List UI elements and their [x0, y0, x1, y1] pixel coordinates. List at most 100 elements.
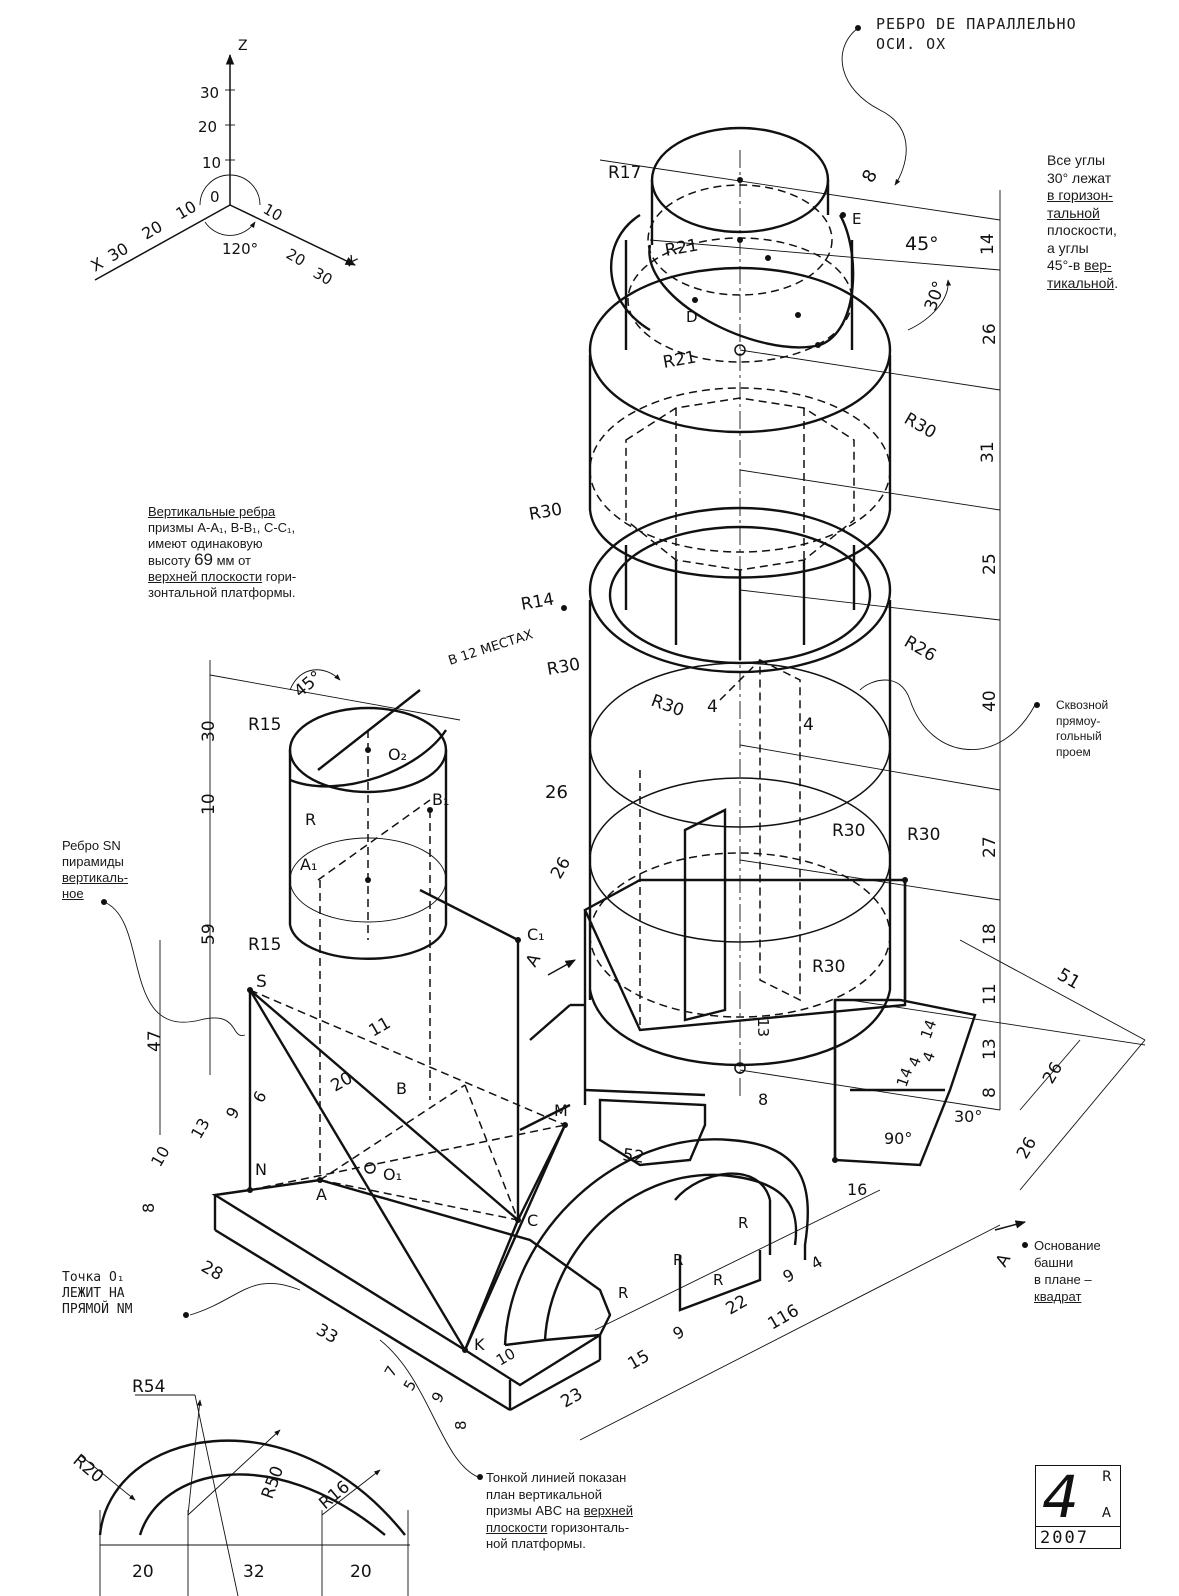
dim-9d: 9: [780, 1265, 798, 1287]
dim-10b: 10: [147, 1143, 174, 1170]
note-angles: Все углы 30° лежат в горизон- тальной пл…: [1047, 152, 1118, 292]
stamp-divider: [1036, 1526, 1120, 1527]
note-thin-line: Тонкой линией показан план вертикальной …: [486, 1470, 633, 1553]
note-line: в горизон-: [1047, 187, 1113, 203]
radius-labels: R17 R21 R21 R30 R30 R14 В 12 МЕСТАХ R30 …: [69, 163, 941, 1514]
dim-27: 27: [980, 836, 1000, 858]
dim-18: 18: [980, 923, 1000, 945]
cylinder-prism: [159, 660, 520, 1220]
leader-dots: [101, 25, 1040, 1480]
note-line: квадрат: [1034, 1289, 1082, 1304]
arc-detail: [79, 1394, 410, 1596]
dim-8d: 8: [758, 1090, 768, 1109]
dim-20: 20: [328, 1068, 357, 1096]
note-sn: Ребро SN пирамиды вертикаль- ное: [62, 838, 128, 902]
label-r-arch3: R: [713, 1271, 723, 1289]
y-tick: 30: [310, 264, 336, 289]
label-r-arch2: R: [673, 1251, 683, 1269]
label-r20: R20: [69, 1451, 107, 1488]
point-m: M: [554, 1101, 568, 1120]
label-r54: R54: [132, 1377, 165, 1397]
dim-23: 23: [558, 1384, 587, 1412]
origin-label: 0: [210, 188, 220, 206]
angle-label-120: 120°: [222, 240, 258, 258]
note-line: ПРЯМОЙ NM: [62, 1302, 133, 1317]
label-r30-c2: R30: [832, 821, 865, 841]
label-r15-top: R15: [248, 715, 281, 735]
label-r14-note: В 12 МЕСТАХ: [447, 627, 535, 668]
note-line: Сквозной: [1056, 698, 1109, 712]
note-line: верхней плоскости гори-: [148, 569, 296, 585]
label-r26: R26: [901, 632, 940, 666]
view-arrow-a-bottom: A: [992, 1250, 1015, 1270]
note-line: Ребро SN: [62, 838, 121, 853]
note-text: вер-: [1084, 257, 1112, 273]
x-tick: 10: [173, 197, 200, 224]
note-edge-de-line: РЕБРО DE ПАРАЛЛЕЛЬНО: [876, 15, 1077, 33]
point-n: N: [255, 1160, 267, 1179]
label-r30-ring: R30: [901, 409, 940, 443]
y-axis-label: Y: [342, 251, 361, 272]
dim-5: 5: [400, 1377, 420, 1394]
note-o1: Точка O₁ ЛЕЖИТ НА ПРЯМОЙ NM: [62, 1270, 132, 1318]
point-o2: O₂: [388, 745, 407, 764]
note-line: Вертикальные ребра: [148, 504, 276, 519]
dim-40: 40: [980, 690, 1000, 712]
label-angle-45-cyl: 45°: [290, 667, 326, 702]
stamp-year: 2007: [1040, 1528, 1089, 1548]
label-r-arch1: R: [618, 1284, 628, 1302]
stamp-r: R: [1102, 1469, 1112, 1485]
dim-15: 15: [625, 1346, 654, 1374]
dim-8: 8: [980, 1087, 1000, 1098]
note-text: 69: [194, 550, 213, 569]
dim-31: 31: [978, 441, 998, 463]
note-edge-de-line: ОСИ. OX: [876, 35, 947, 53]
note-text: мм от: [212, 553, 251, 568]
dim-13b: 13: [754, 1018, 772, 1037]
note-line: 45°-в вер-: [1047, 257, 1118, 275]
tower: [583, 126, 1146, 1191]
note-edge-de: РЕБРО DE ПАРАЛЛЕЛЬНО ОСИ. OX: [876, 14, 1077, 54]
label-r30-left: R30: [527, 499, 563, 525]
label-r21-mid: R21: [661, 347, 697, 373]
dim-11: 11: [366, 1013, 395, 1041]
note-line: в плане –: [1034, 1272, 1092, 1287]
note-line: высоту 69 мм от: [148, 550, 296, 569]
point-a1: A₁: [300, 855, 317, 874]
note-line: Все углы: [1047, 152, 1106, 168]
dim-32: 32: [243, 1562, 265, 1582]
note-text: верхней плоскости: [148, 569, 263, 584]
dim-14a: 14: [917, 1017, 940, 1041]
dim-6: 6: [249, 1088, 271, 1106]
dim-8c: 8: [452, 1420, 470, 1430]
note-line: имеют одинаковую: [148, 536, 263, 551]
angle-labels: 45° 30° 45° 90° 30°: [289, 233, 982, 1148]
note-line: пирамиды: [62, 854, 124, 869]
dim-4a: 4: [707, 697, 718, 717]
point-k: K: [474, 1335, 485, 1354]
point-c1: C₁: [527, 925, 545, 944]
dim-25: 25: [980, 553, 1000, 575]
label-r-cyl: R: [305, 810, 316, 829]
note-line: Точка O₁: [62, 1270, 125, 1285]
note-text: высоту: [148, 553, 195, 568]
dim-30: 30: [199, 720, 219, 742]
z-tick: 20: [198, 118, 217, 136]
point-o1: O₁: [383, 1165, 402, 1184]
note-line: тальной: [1047, 204, 1100, 221]
note-line: Основание: [1034, 1238, 1101, 1253]
label-angle-45-top: 45°: [905, 233, 939, 255]
dim-11: 11: [980, 983, 1000, 1005]
note-line: ное: [62, 886, 84, 901]
dim-26b: 26: [1013, 1134, 1041, 1163]
dimensions: 14 26 31 25 40 27 18 11 13 8 8 51 26 26 …: [132, 166, 1084, 1582]
label-r30-base: R30: [812, 957, 845, 977]
dim-14b: 14: [893, 1065, 916, 1089]
point-a: A: [316, 1185, 327, 1204]
note-line: башни: [1034, 1255, 1074, 1270]
arch: [503, 1138, 1001, 1441]
dim-4b: 4: [803, 715, 814, 735]
dim-52: 52: [621, 1145, 645, 1168]
dim-26: 26: [980, 323, 1000, 345]
note-line: плоскости,: [1047, 222, 1117, 238]
